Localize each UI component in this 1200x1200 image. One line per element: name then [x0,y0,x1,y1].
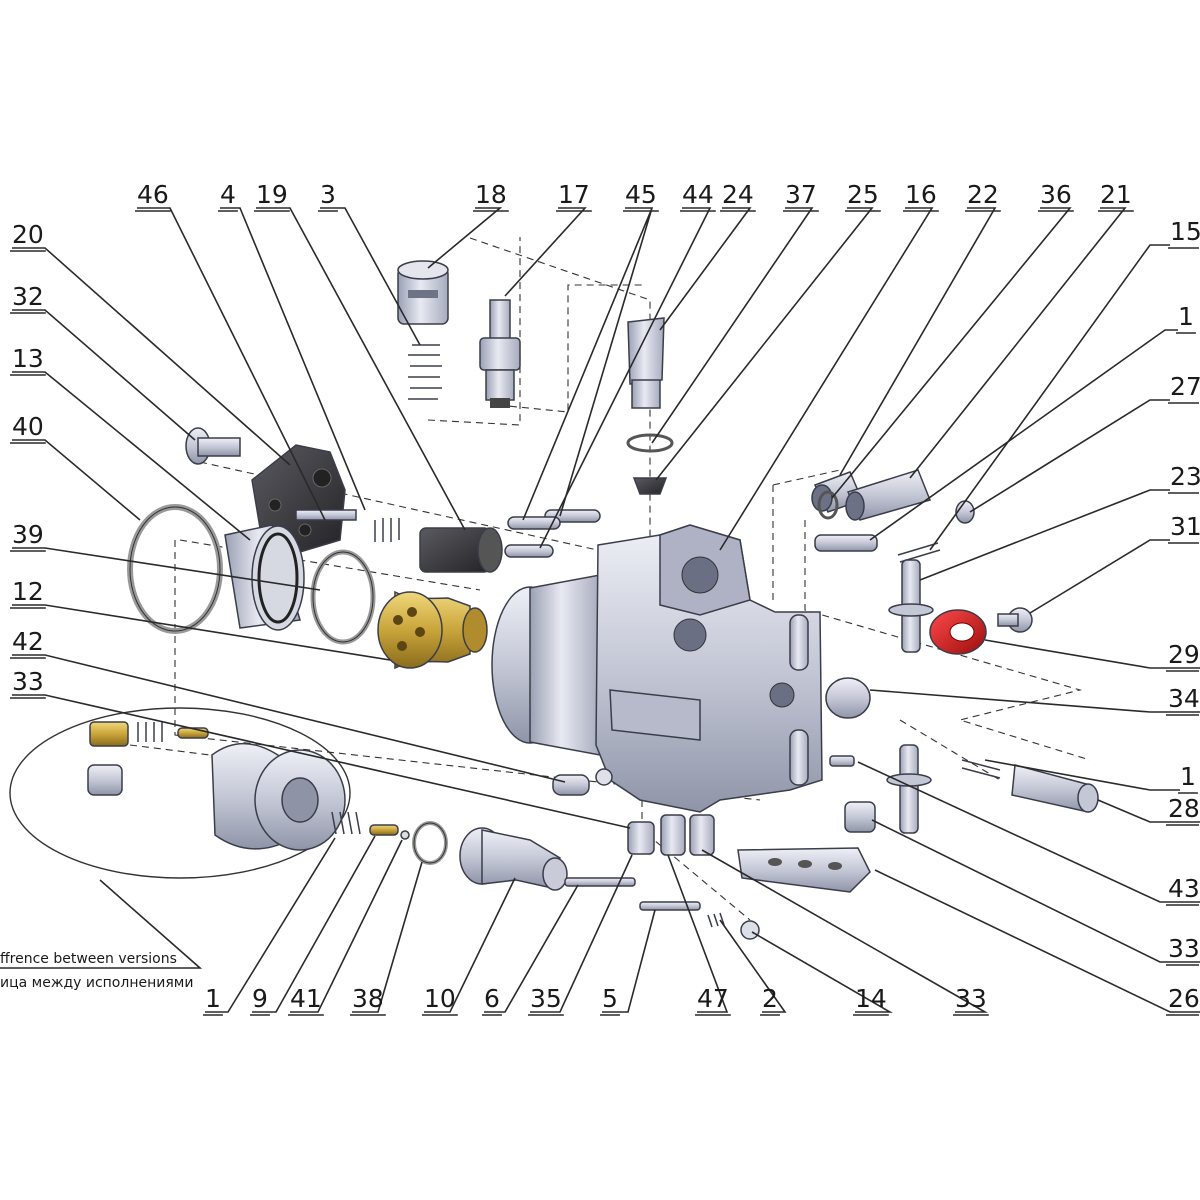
part-37-o-ring [626,433,674,453]
version-note: ffrence between versions ица между испол… [0,951,193,991]
part-40-large-o-ring [127,504,223,634]
part-3-spring [408,344,442,400]
callout-28: 28 [1168,794,1200,823]
callout-19: 19 [256,180,288,209]
part-4-pin [295,509,357,521]
part-32-bolt [185,427,241,465]
part-1-plunger-upper [814,534,878,552]
note-line-en: ffrence between versions [0,951,177,967]
part-38-o-ring [412,821,448,865]
part-18-cap [397,260,449,325]
callout-22: 22 [967,180,999,209]
part-12-brass-cage [377,590,488,670]
part-bottom-bushings [627,814,715,856]
part-1-pin-lower [886,744,932,834]
callout-labels: 46 4 19 3 18 17 45 44 24 37 25 16 22 36 … [10,180,1200,1016]
callout-46: 46 [137,180,169,209]
callout-36: 36 [1040,180,1072,209]
part-14-ball [740,920,760,940]
callout-24: 24 [722,180,754,209]
callout-21: 21 [1100,180,1132,209]
callout-29: 29 [1168,640,1200,669]
callout-44: 44 [682,180,714,209]
note-line-ru: ица между исполнениями [0,975,193,991]
part-brass-fitting [89,721,209,747]
callout-25: 25 [847,180,879,209]
part-spring-right [961,759,1001,779]
callout-33-left: 33 [12,667,44,696]
part-5-shaft [639,901,701,911]
part-6-shaft [564,877,636,887]
part-34-plug [825,677,871,719]
part-33-bushing-right [844,801,876,833]
part-23-pin [888,559,934,653]
part-39-o-ring [310,549,376,645]
callout-9: 9 [252,984,268,1013]
callout-16: 16 [905,180,937,209]
callout-10: 10 [424,984,456,1013]
callout-41: 41 [290,984,322,1013]
callout-13: 13 [12,344,44,373]
part-2-spring [707,912,725,928]
callout-33-right: 33 [1168,934,1200,963]
part-9-spring [331,811,361,835]
part-nut-left [87,764,123,796]
part-21-cylinder [845,469,932,521]
part-29-red-spring [929,609,987,655]
callout-5: 5 [602,984,618,1013]
part-42-screw [552,768,613,796]
callout-15: 15 [1170,217,1200,246]
callout-1-middle: 1 [1180,762,1196,791]
callout-34: 34 [1168,684,1200,713]
part-24-sleeve [627,317,665,409]
callout-1-lower: 1 [205,984,221,1013]
part-26-plate [737,847,871,893]
callout-14: 14 [855,984,887,1013]
part-43-pin [829,755,855,767]
callout-17: 17 [558,180,590,209]
callout-40: 40 [12,412,44,441]
part-46-piston [419,527,503,573]
callout-37: 37 [785,180,817,209]
callout-23: 23 [1170,462,1200,491]
part-10-connector [459,827,568,891]
callout-27: 27 [1170,372,1200,401]
part-41-brass-pin [369,824,399,836]
callout-35: 35 [530,984,562,1013]
leader-lines [0,207,1200,1013]
part-31-bolt [997,607,1033,633]
callout-12: 12 [12,577,44,606]
part-13-bushing [224,524,305,631]
part-25-valve-seat [632,477,668,495]
part-ball-small [400,830,410,840]
callout-18: 18 [475,180,507,209]
callout-47: 47 [697,984,729,1013]
part-28-plunger [1011,764,1099,813]
part-1-alt-housing [9,707,351,879]
callout-6: 6 [484,984,500,1013]
callout-20: 20 [12,220,44,249]
part-17-valve-stem [479,299,521,408]
callout-42: 42 [12,627,44,656]
callout-45: 45 [625,180,657,209]
callout-4: 4 [220,180,236,209]
callout-38: 38 [352,984,384,1013]
callout-32: 32 [12,282,44,311]
part-36-o-ring [817,490,839,520]
callout-31: 31 [1170,512,1200,541]
part-19-spring [374,518,400,542]
callout-33-bottom: 33 [955,984,987,1013]
part-16-pump-housing [491,524,823,813]
part-45-pins [504,509,601,558]
callout-43: 43 [1168,874,1200,903]
callout-2: 2 [762,984,778,1013]
callout-26: 26 [1168,984,1200,1013]
callout-3: 3 [320,180,336,209]
callout-39: 39 [12,520,44,549]
callout-1-upper: 1 [1178,302,1194,331]
